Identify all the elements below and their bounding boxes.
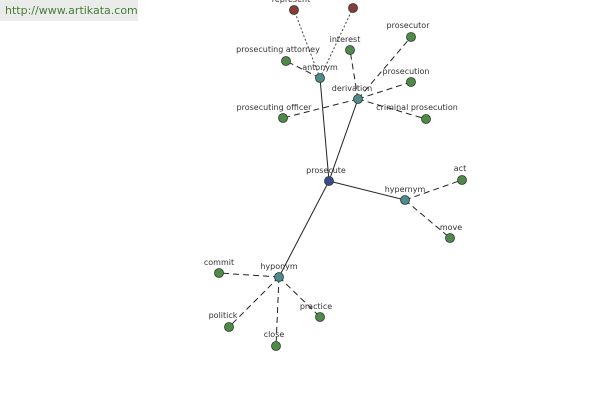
node-label-act[interactable]: act (454, 164, 466, 173)
graph-nodes (214, 3, 467, 351)
node-hyponym[interactable] (274, 272, 284, 282)
node-label-practice[interactable]: practice (300, 302, 332, 311)
node-prosecutor[interactable] (406, 32, 416, 42)
node-prosecute[interactable] (324, 176, 334, 186)
edge-hyponym-commit (218, 272, 280, 278)
node-hypernym[interactable] (400, 195, 410, 205)
graph-labels: prosecute antonym derivation hypernym hypony… (204, 0, 466, 339)
edge-hyponym-close (275, 276, 280, 347)
node-label-move[interactable]: move (440, 223, 462, 232)
site-url-link[interactable]: http://www.artikata.com (0, 0, 138, 21)
node-move[interactable] (445, 233, 455, 243)
edge-prosecute-derivation (328, 98, 359, 182)
node-label-commit[interactable]: commit (204, 258, 234, 267)
edge-derivation-prosecutor (357, 36, 412, 100)
edge-derivation-criminal-prosecution (357, 98, 427, 120)
node-label-prosecute[interactable]: prosecute (306, 166, 346, 175)
edge-hypernym-act (404, 179, 463, 201)
node-act[interactable] (457, 175, 467, 185)
edge-hypernym-move (404, 199, 451, 239)
node-politick[interactable] (224, 322, 234, 332)
node-label-prosecuting-attorney[interactable]: prosecuting attorney (236, 45, 320, 54)
edge-antonym-defend (319, 7, 354, 79)
edge-prosecute-hypernym (328, 180, 406, 201)
node-label-criminal-prosecution[interactable]: criminal prosecution (376, 103, 458, 112)
node-label-defend[interactable]: defend (339, 0, 367, 2)
node-label-antonym[interactable]: antonym (302, 63, 338, 72)
node-represent[interactable] (289, 5, 299, 15)
node-derivation[interactable] (353, 94, 363, 104)
node-prosecuting-attorney[interactable] (281, 56, 291, 66)
node-practice[interactable] (315, 312, 325, 322)
node-antonym[interactable] (315, 73, 325, 83)
node-interest[interactable] (345, 45, 355, 55)
edge-derivation-prosecuting-officer (282, 98, 359, 119)
graph-edges (218, 7, 463, 347)
node-label-hypernym[interactable]: hypernym (385, 185, 426, 194)
node-commit[interactable] (214, 268, 224, 278)
node-label-prosecutor[interactable]: prosecutor (387, 21, 431, 30)
edge-hyponym-politick (228, 276, 280, 328)
node-close[interactable] (271, 341, 281, 351)
node-label-prosecuting-officer[interactable]: prosecuting officer (237, 103, 313, 112)
node-prosecuting-officer[interactable] (278, 113, 288, 123)
node-label-interest[interactable]: interest (330, 35, 361, 44)
edge-antonym-represent (293, 9, 321, 79)
node-label-derivation[interactable]: derivation (332, 84, 372, 93)
edge-antonym-prosecuting-attorney (285, 60, 321, 79)
edge-derivation-interest (349, 49, 359, 100)
edge-prosecute-hyponym (278, 180, 330, 278)
node-label-politick[interactable]: politick (209, 311, 238, 320)
edge-hyponym-practice (278, 276, 321, 318)
node-criminal-prosecution[interactable] (421, 114, 431, 124)
node-label-prosecution[interactable]: prosecution (383, 67, 430, 76)
node-label-represent[interactable]: represent (272, 0, 310, 4)
edge-prosecute-antonym (319, 77, 330, 182)
node-label-close[interactable]: close (264, 330, 285, 339)
node-defend[interactable] (348, 3, 358, 13)
node-prosecution[interactable] (406, 77, 416, 87)
node-label-hyponym[interactable]: hyponym (260, 262, 298, 271)
